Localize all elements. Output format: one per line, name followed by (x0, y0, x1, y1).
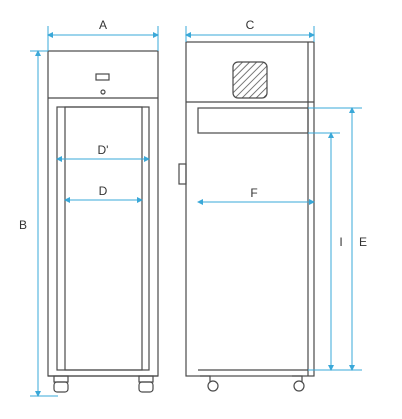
side-door-handle (178, 163, 187, 185)
front-control-display (95, 73, 110, 81)
ventilation-grille-icon (232, 61, 268, 99)
front-inner-opening (64, 106, 143, 371)
side-cabinet-outline (185, 41, 315, 377)
front-view (47, 50, 159, 393)
label-b: B (19, 218, 27, 232)
label-d-prime: D' (98, 143, 109, 157)
label-i: I (339, 235, 342, 249)
label-d: D (99, 184, 108, 198)
side-left-caster (200, 375, 219, 392)
side-shelf-area (197, 107, 309, 134)
label-a: A (99, 18, 107, 32)
label-e: E (359, 235, 367, 249)
front-left-caster (53, 375, 69, 393)
front-right-caster (138, 375, 154, 393)
label-f: F (250, 186, 257, 200)
front-lock (100, 89, 106, 95)
side-right-caster (292, 375, 305, 392)
side-view (178, 41, 315, 392)
label-c: C (246, 18, 255, 32)
dimension-lines (30, 26, 362, 397)
